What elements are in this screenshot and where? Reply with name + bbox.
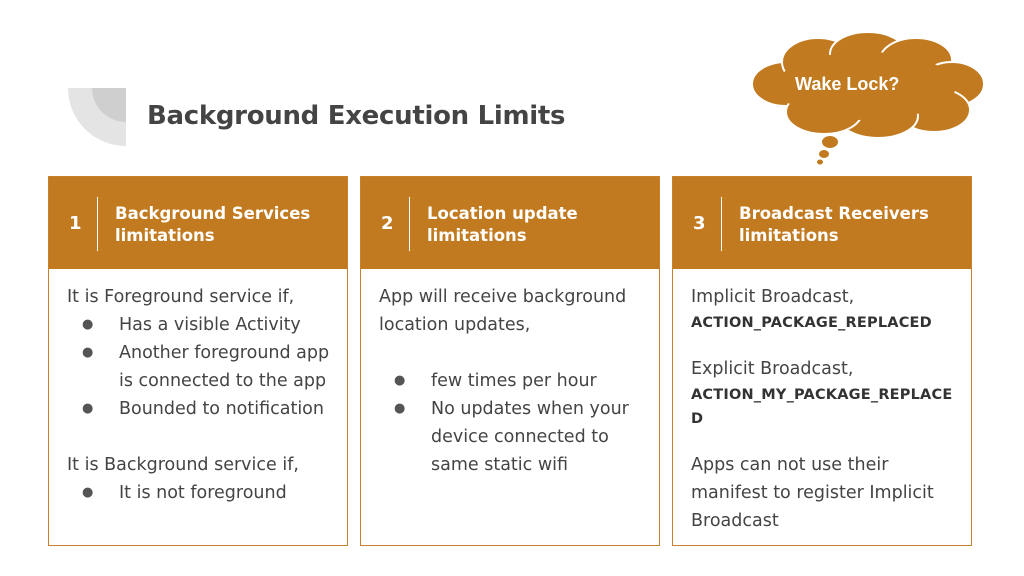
card-body: App will receive background location upd…: [361, 269, 659, 479]
card-title: Location update limitations: [427, 204, 578, 245]
slide-title: Background Execution Limits: [147, 101, 566, 131]
card-divider: [97, 197, 98, 251]
background-intro: It is Background service if,: [67, 455, 299, 475]
card-divider: [721, 197, 722, 251]
card-header: 2 Location update limitations: [361, 177, 659, 269]
card-title: Background Services limitations: [115, 204, 311, 245]
card-header: 1 Background Services limitations: [49, 177, 347, 269]
card-number: 3: [693, 213, 706, 234]
list-item: Has a visible Activity: [67, 311, 331, 339]
location-limits-list: few times per hour No updates when your …: [379, 367, 643, 479]
implicit-action-code: ACTION_PACKAGE_REPLACED: [691, 315, 932, 331]
foreground-criteria-list: Has a visible Activity Another foregroun…: [67, 311, 331, 423]
location-intro: App will receive background location upd…: [379, 287, 627, 335]
card-header: 3 Broadcast Receivers limitations: [673, 177, 971, 269]
card-body: It is Foreground service if, Has a visib…: [49, 269, 347, 507]
card-divider: [409, 197, 410, 251]
wake-lock-callout: Wake Lock?: [795, 74, 900, 94]
list-item: few times per hour: [379, 367, 643, 395]
card-location-updates: 2 Location update limitations App will r…: [360, 176, 660, 546]
card-broadcast-receivers: 3 Broadcast Receivers limitations Implic…: [672, 176, 972, 546]
list-item: Bounded to notification: [67, 395, 331, 423]
foreground-intro: It is Foreground service if,: [67, 287, 295, 307]
thought-cloud-shape: [751, 31, 985, 167]
explicit-action-code: ACTION_MY_PACKAGE_REPLACED: [691, 387, 953, 427]
card-background-services: 1 Background Services limitations It is …: [48, 176, 348, 546]
list-item: Another foreground app is connected to t…: [67, 339, 331, 395]
card-number: 2: [381, 213, 394, 234]
card-number: 1: [69, 213, 82, 234]
list-item: No updates when your device connected to…: [379, 395, 643, 479]
list-item: It is not foreground: [67, 479, 331, 507]
card-body: Implicit Broadcast, ACTION_PACKAGE_REPLA…: [673, 269, 971, 535]
implicit-label: Implicit Broadcast,: [691, 287, 855, 307]
card-title: Broadcast Receivers limitations: [739, 204, 929, 245]
implicit-note: Apps can not use their manifest to regis…: [691, 455, 934, 531]
explicit-label: Explicit Broadcast,: [691, 359, 854, 379]
decorative-corner-shape: [68, 88, 126, 146]
background-criteria-list: It is not foreground: [67, 479, 331, 507]
